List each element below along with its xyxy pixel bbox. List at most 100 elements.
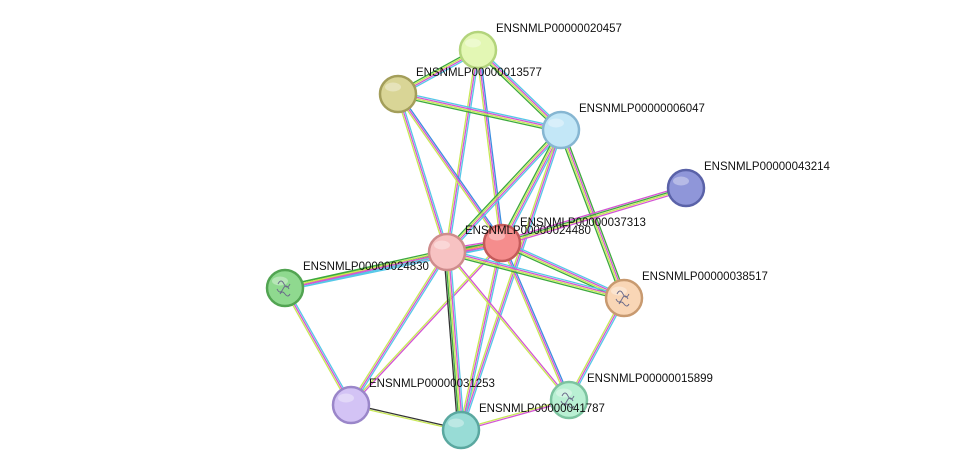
- edge-n24480-n31253[interactable]: [349, 250, 449, 407]
- node-circle[interactable]: [441, 410, 481, 450]
- edge-line: [285, 253, 448, 291]
- labels-layer: ENSNMLP00000020457ENSNMLP00000013577ENSN…: [303, 23, 831, 415]
- edge-line: [446, 252, 624, 300]
- edge-n24830-n31253[interactable]: [283, 286, 353, 407]
- edge-n24480-n38517[interactable]: [446, 249, 625, 301]
- protein-structure-icon: [276, 280, 291, 297]
- node-n20457[interactable]: [458, 30, 498, 70]
- edge-n43214-n37313[interactable]: [501, 185, 687, 246]
- edge-line: [444, 127, 560, 251]
- edge-line: [478, 49, 505, 243]
- edge-n06047-n41787[interactable]: [458, 129, 564, 431]
- edge-n06047-n24480[interactable]: [444, 127, 564, 255]
- edge-line: [500, 129, 561, 243]
- edge-line: [475, 51, 560, 133]
- edge-line: [283, 288, 351, 407]
- edge-n13577-n37313[interactable]: [396, 92, 504, 245]
- edge-line: [449, 251, 465, 430]
- node-label: ENSNMLP00000024480: [465, 225, 591, 237]
- edge-line: [285, 286, 353, 405]
- node-highlight: [385, 82, 401, 92]
- edge-line: [447, 130, 563, 253]
- edge-line: [446, 251, 462, 431]
- node-n13577[interactable]: [378, 74, 418, 114]
- edge-line: [447, 249, 625, 297]
- node-circle[interactable]: [427, 232, 467, 272]
- node-circle[interactable]: [331, 385, 371, 425]
- edge-line: [284, 287, 352, 406]
- edge-line: [460, 242, 503, 431]
- edge-line: [458, 129, 561, 430]
- edge-line: [461, 243, 505, 431]
- edge-line: [444, 49, 478, 252]
- edge-line: [444, 252, 461, 431]
- edge-n13577-n06047[interactable]: [397, 91, 562, 133]
- edge-n24480-n41787[interactable]: [443, 251, 465, 431]
- edge-line: [569, 298, 626, 402]
- node-n31253[interactable]: [331, 385, 371, 425]
- node-label: ENSNMLP00000041787: [479, 403, 605, 415]
- edge-n20457-n24480[interactable]: [444, 49, 481, 253]
- edge-n37313-n41787[interactable]: [458, 242, 505, 431]
- edge-n37313-n31253[interactable]: [349, 242, 504, 406]
- node-n38517[interactable]: [604, 278, 644, 318]
- edge-line: [349, 250, 447, 405]
- edge-n24480-n15899[interactable]: [445, 251, 571, 401]
- node-label: ENSNMLP00000043214: [704, 161, 831, 173]
- node-circle[interactable]: [458, 30, 498, 70]
- node-highlight: [434, 240, 450, 250]
- node-label: ENSNMLP00000006047: [579, 103, 705, 115]
- edge-line: [458, 242, 502, 430]
- edge-line: [460, 129, 562, 431]
- node-n41787[interactable]: [441, 410, 481, 450]
- node-circle[interactable]: [541, 110, 581, 150]
- edge-n24480-n24830[interactable]: [284, 249, 448, 291]
- node-circle[interactable]: [666, 168, 706, 208]
- edge-line: [502, 189, 687, 246]
- protein-structure-icon: [560, 392, 575, 409]
- node-n24480[interactable]: [427, 232, 467, 272]
- edge-line: [477, 49, 503, 244]
- edge-line: [502, 241, 625, 298]
- node-label: ENSNMLP00000013577: [416, 67, 542, 79]
- node-label: ENSNMLP00000031253: [369, 378, 495, 390]
- edge-line: [397, 94, 561, 132]
- edge-line: [284, 249, 447, 287]
- edge-line: [398, 92, 504, 243]
- node-circle[interactable]: [378, 74, 418, 114]
- edge-n38517-n15899[interactable]: [567, 296, 626, 402]
- edge-line: [502, 240, 626, 297]
- edge-line: [558, 130, 623, 300]
- edge-line: [445, 252, 569, 401]
- node-circle[interactable]: [482, 223, 522, 263]
- node-label: ENSNMLP00000024830: [303, 261, 429, 273]
- node-label: ENSNMLP00000015899: [587, 373, 713, 385]
- edge-line: [567, 296, 624, 400]
- node-circle[interactable]: [604, 278, 644, 318]
- edge-n20457-n37313[interactable]: [475, 49, 505, 244]
- edge-line: [446, 49, 479, 253]
- node-n15899[interactable]: [549, 380, 589, 420]
- edge-line: [501, 185, 686, 242]
- edge-line: [443, 252, 459, 431]
- node-n43214[interactable]: [666, 168, 706, 208]
- node-highlight: [489, 231, 505, 241]
- edge-line: [397, 93, 448, 253]
- node-n37313[interactable]: [482, 223, 522, 263]
- edge-n13577-n24480[interactable]: [395, 93, 450, 253]
- node-circle[interactable]: [549, 380, 589, 420]
- edge-line: [475, 50, 502, 244]
- edge-line: [447, 251, 464, 430]
- edge-line: [351, 252, 449, 407]
- node-circle[interactable]: [265, 268, 305, 308]
- edge-line: [502, 188, 687, 245]
- edge-line: [285, 252, 448, 290]
- edge-line: [397, 95, 561, 133]
- node-n24830[interactable]: [265, 268, 305, 308]
- edge-line: [447, 250, 625, 298]
- node-highlight: [465, 38, 481, 48]
- edge-line: [284, 250, 447, 288]
- node-n06047[interactable]: [541, 110, 581, 150]
- edge-line: [398, 91, 562, 129]
